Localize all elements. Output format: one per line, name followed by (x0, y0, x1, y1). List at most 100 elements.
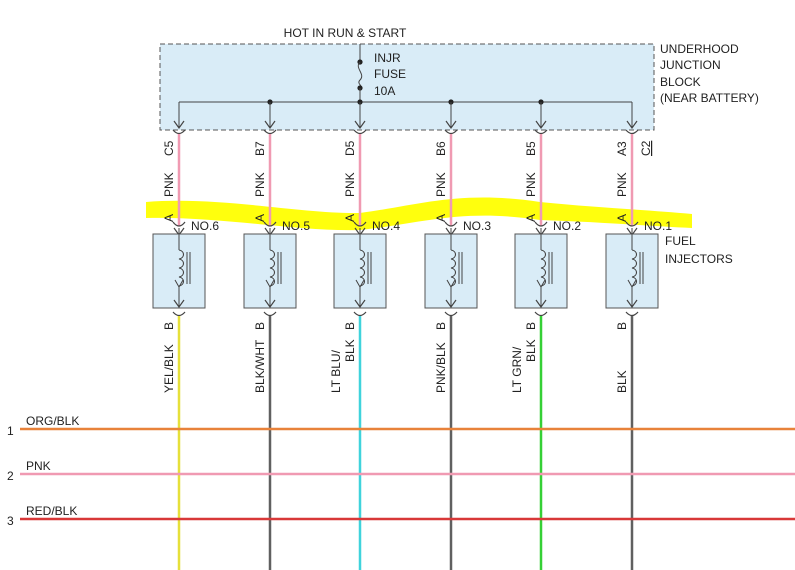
coil-symbol (450, 249, 457, 287)
connector-pin-a: A (253, 214, 267, 222)
connector-pin-b: B (434, 322, 448, 330)
terminal-cup (534, 129, 548, 135)
pin-label: B7 (253, 141, 267, 156)
terminal-cup (444, 129, 458, 135)
bus-number: 1 (7, 424, 14, 438)
wire-color-label: PNK/BLK (434, 342, 448, 393)
junction-block-label-2: JUNCTION (660, 58, 721, 72)
terminal-cup (263, 129, 277, 135)
coil-symbol (631, 249, 638, 287)
terminal-chevron (626, 120, 638, 130)
coil-symbol (540, 249, 547, 287)
wire-color-label: LT BLU/ (329, 349, 343, 393)
terminal-chevron (535, 299, 547, 309)
junction-block-label-3: BLOCK (660, 75, 701, 89)
terminal-chevron (264, 299, 276, 309)
pin-label: A3 (615, 141, 629, 156)
fuse-label-3: 10A (374, 84, 395, 98)
connector-pin-b: B (615, 322, 629, 330)
wire-color-label: PNK (343, 172, 357, 197)
injector-number: NO.6 (191, 219, 219, 233)
terminal-cup (353, 129, 367, 135)
terminal-cup (172, 129, 186, 135)
fuse-label-1: INJR (374, 51, 401, 65)
power-source-label: HOT IN RUN & START (284, 26, 407, 40)
junction-block-label-1: UNDERHOOD (660, 42, 739, 56)
injector-number: NO.2 (553, 219, 581, 233)
connector-pin-b: B (253, 322, 267, 330)
pin-label: C5 (162, 140, 176, 156)
terminal-chevron (264, 120, 276, 130)
bus-label: PNK (26, 459, 51, 473)
connector-cup (263, 221, 277, 227)
injector-number: NO.3 (463, 219, 491, 233)
connector-cup (534, 221, 548, 227)
connector-pin-b: B (524, 322, 538, 330)
injectors-label-1: FUEL (665, 234, 696, 248)
bus-number: 3 (7, 514, 14, 528)
injectors-label-2: INJECTORS (665, 252, 733, 266)
terminal-chevron (445, 299, 457, 309)
connector-cup (172, 221, 186, 227)
terminal-chevron (173, 299, 185, 309)
terminal-cup (353, 311, 367, 317)
terminal-chevron (626, 299, 638, 309)
bus-label: RED/BLK (26, 504, 77, 518)
pin-label: B5 (524, 141, 538, 156)
wire-color-label: PNK (162, 172, 176, 197)
wire-color-label: LT GRN/ (510, 346, 524, 393)
junction-block-label-4: (NEAR BATTERY) (660, 91, 759, 105)
connector-cup (353, 221, 367, 227)
wire-color-label: BLK (524, 339, 538, 362)
terminal-cup (625, 129, 639, 135)
terminal-cup (172, 311, 186, 317)
pin-label: D5 (343, 140, 357, 156)
connector-cup (625, 221, 639, 227)
pin-label: B6 (434, 141, 448, 156)
terminal-cup (534, 311, 548, 317)
injector-number: NO.4 (372, 219, 400, 233)
wire-color-label: BLK (343, 339, 357, 362)
bus-label: ORG/BLK (26, 414, 79, 428)
terminal-cup (444, 311, 458, 317)
wire-color-label: PNK (434, 172, 448, 197)
terminal-chevron (173, 120, 185, 130)
connector-pin-a: A (615, 214, 629, 222)
terminal-chevron (354, 299, 366, 309)
coil-symbol (269, 249, 276, 287)
wire-color-label: YEL/BLK (162, 344, 176, 393)
terminal-chevron (445, 120, 457, 130)
wire-color-label: PNK (524, 172, 538, 197)
injector-number: NO.5 (282, 219, 310, 233)
terminal-cup (625, 311, 639, 317)
connector-pin-b: B (343, 322, 357, 330)
highlight-mark (146, 197, 692, 231)
junction-block (159, 43, 655, 131)
connector-c2-label: C2 (639, 140, 653, 156)
connector-pin-a: A (343, 214, 357, 222)
connector-cup (444, 221, 458, 227)
fuse-label-2: FUSE (374, 67, 406, 81)
coil-symbol (359, 249, 366, 287)
connector-pin-b: B (162, 322, 176, 330)
wire-color-label: BLK/WHT (253, 339, 267, 393)
connector-pin-a: A (434, 214, 448, 222)
terminal-cup (263, 311, 277, 317)
connector-pin-a: A (162, 214, 176, 222)
bus-number: 2 (7, 469, 14, 483)
injector-number: NO.1 (644, 219, 672, 233)
wire-color-label: PNK (615, 172, 629, 197)
terminal-chevron (354, 120, 366, 130)
wire-color-label: PNK (253, 172, 267, 197)
wire-color-label: BLK (615, 370, 629, 393)
connector-pin-a: A (524, 214, 538, 222)
terminal-chevron (535, 120, 547, 130)
coil-symbol (178, 249, 185, 287)
